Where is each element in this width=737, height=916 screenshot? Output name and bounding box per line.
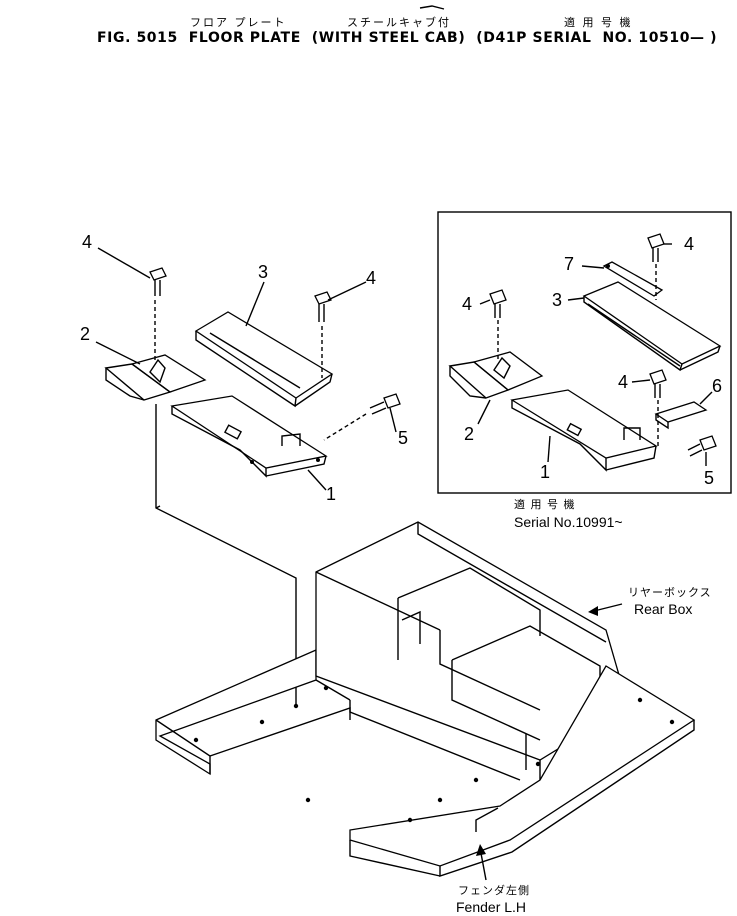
top-mark bbox=[419, 5, 445, 10]
callout-4-main-left: 4 bbox=[82, 232, 92, 252]
rear-box-jp-label: リヤーボックス bbox=[628, 586, 712, 599]
connector-line-left bbox=[155, 404, 297, 704]
callout-6-inset: 6 bbox=[712, 376, 722, 396]
inset-leaders bbox=[477, 243, 713, 466]
jp-floor-plate-label: フロア プレート bbox=[190, 16, 287, 29]
part-2-bracket bbox=[104, 354, 207, 401]
main-leaders bbox=[95, 247, 397, 491]
callout-5-inset: 5 bbox=[704, 468, 714, 488]
callout-1-inset: 1 bbox=[540, 462, 550, 482]
callout-1-main: 1 bbox=[326, 484, 336, 504]
callout-4-inset-left: 4 bbox=[462, 294, 472, 314]
inset-note-jp: 適 用 号 機 bbox=[514, 497, 576, 511]
callout-7-inset: 7 bbox=[564, 254, 574, 274]
bolt-4-left-main bbox=[149, 267, 167, 296]
jp-steel-cab-label: スチールキャブ付 bbox=[347, 16, 451, 29]
inset-part-2-bracket bbox=[448, 351, 544, 399]
callout-4-inset-mid: 4 bbox=[618, 372, 628, 392]
fender-label: Fender L.H bbox=[456, 899, 526, 915]
part-1-floor-plate bbox=[170, 395, 328, 478]
callout-2-inset: 2 bbox=[464, 424, 474, 444]
inset-note-serial: Serial No.10991~ bbox=[514, 514, 623, 530]
bolt-5-main bbox=[369, 393, 401, 415]
inset-bolt-4-top bbox=[647, 233, 665, 262]
callout-5-main: 5 bbox=[398, 428, 408, 448]
inset-bolt-4-left bbox=[489, 289, 507, 318]
inset-part-6-block bbox=[654, 401, 708, 430]
inset-part-7-bracket bbox=[602, 261, 664, 297]
callout-2-main: 2 bbox=[80, 324, 90, 344]
callout-3-main: 3 bbox=[258, 262, 268, 282]
part-3-plate bbox=[194, 311, 334, 408]
callout-4-inset-top: 4 bbox=[684, 234, 694, 254]
jp-applicable-label: 適 用 号 機 bbox=[564, 16, 633, 29]
figure-title: FIG. 5015 FLOOR PLATE (WITH STEEL CAB) (… bbox=[97, 30, 718, 46]
inset-part-1-floor-plate bbox=[510, 389, 658, 472]
inset-bolt-5 bbox=[687, 435, 717, 457]
floor-frame bbox=[155, 521, 696, 877]
inset-bolt-4-mid bbox=[649, 369, 667, 398]
inset-part-3-plate bbox=[582, 281, 722, 372]
rear-box-arrow bbox=[588, 603, 623, 616]
fender-jp-label: フェンダ左側 bbox=[458, 883, 530, 897]
fender-arrow bbox=[476, 844, 487, 881]
bolt-4-right-main bbox=[314, 291, 332, 322]
rear-box-label: Rear Box bbox=[634, 601, 692, 617]
callout-4-main-right: 4 bbox=[366, 268, 376, 288]
callout-3-inset: 3 bbox=[552, 290, 562, 310]
connector-tick bbox=[155, 505, 161, 509]
inset-frame bbox=[437, 211, 732, 494]
